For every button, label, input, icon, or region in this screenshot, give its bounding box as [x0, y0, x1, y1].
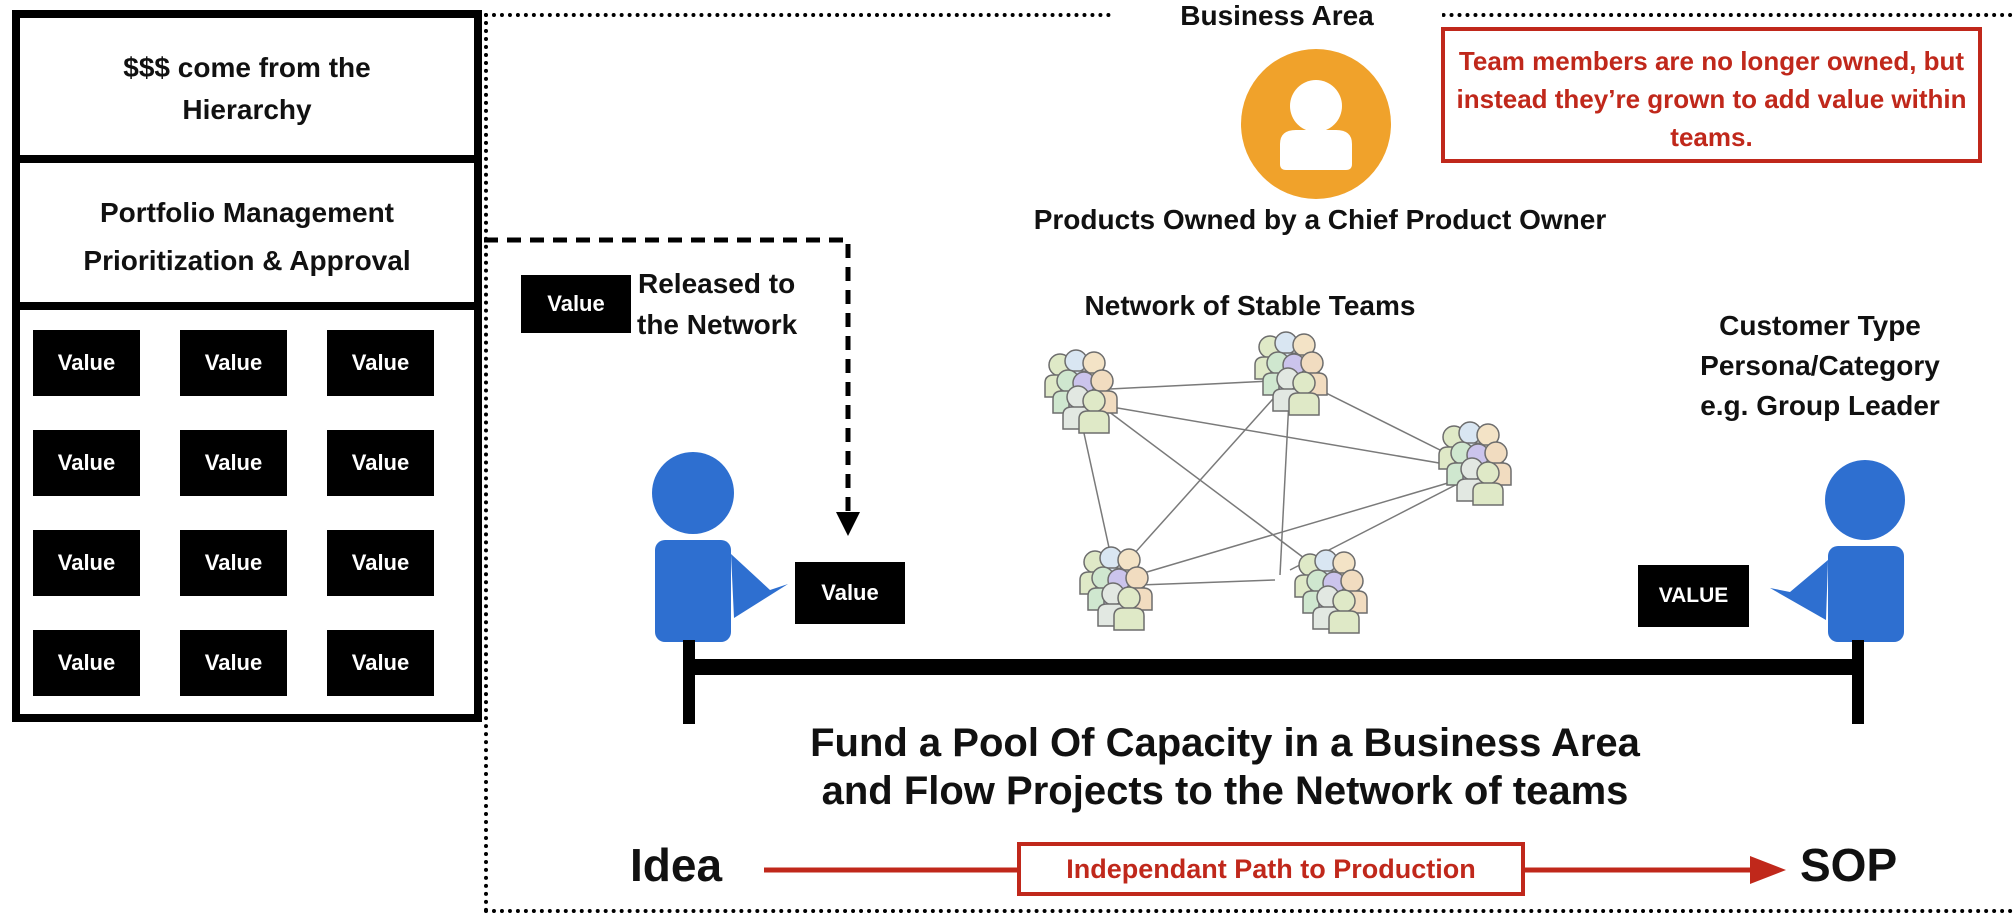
value-box: Value — [180, 330, 287, 396]
team-group-icon — [1080, 547, 1152, 630]
value-box: Value — [327, 330, 434, 396]
caption-line-2: and Flow Projects to the Network of team… — [821, 769, 1629, 813]
team-network-diagram — [1020, 325, 1540, 665]
value-box: Value — [33, 630, 140, 696]
value-box: Value — [33, 530, 140, 596]
producer-value-box: Value — [795, 562, 905, 624]
value-box: Value — [180, 530, 287, 596]
column-divider — [12, 155, 482, 163]
value-box: Value — [327, 530, 434, 596]
customer-line-1: Customer Type — [1719, 310, 1921, 341]
customer-person-icon — [1770, 460, 1905, 642]
team-group-icon — [1045, 350, 1117, 433]
customer-line-3: e.g. Group Leader — [1700, 390, 1940, 421]
path-to-production-box: Independant Path to Production — [1017, 842, 1525, 896]
value-box: Value — [180, 430, 287, 496]
column-divider — [12, 302, 482, 310]
value-box: Value — [327, 630, 434, 696]
idea-label: Idea — [630, 839, 723, 891]
callout-box: Team members are no longer owned, but in… — [1441, 27, 1982, 163]
released-text-line-2: the Network — [637, 309, 798, 340]
value-box: Value — [33, 430, 140, 496]
frame-title-gap — [1112, 4, 1442, 26]
funding-text: $$$ come from the Hierarchy — [123, 52, 371, 125]
customer-line-2: Persona/Category — [1700, 350, 1940, 381]
hierarchy-column — [12, 10, 482, 722]
network-title: Network of Stable Teams — [1084, 290, 1416, 321]
portfolio-line-2: Prioritization & Approval — [83, 245, 411, 276]
release-arrow — [484, 237, 860, 536]
value-box: Value — [327, 430, 434, 496]
value-box: Value — [180, 630, 287, 696]
value-box: Value — [33, 330, 140, 396]
chief-product-owner-icon — [1241, 49, 1391, 199]
caption-line-1: Fund a Pool Of Capacity in a Business Ar… — [810, 721, 1640, 765]
released-value-box: Value — [521, 275, 631, 333]
timeline-bar — [684, 659, 1864, 675]
producer-person-icon — [652, 452, 788, 642]
team-group-icon — [1439, 422, 1511, 505]
customer-value-box: VALUE — [1638, 565, 1749, 627]
portfolio-line-1: Portfolio Management — [99, 197, 394, 228]
owner-caption: Products Owned by a Chief Product Owner — [1033, 204, 1607, 235]
team-group-icon — [1295, 550, 1367, 633]
business-area-title: Business Area — [1180, 0, 1374, 31]
sop-label: SOP — [1800, 839, 1898, 891]
team-group-icon — [1255, 332, 1327, 415]
released-text-line-1: Released to — [638, 268, 796, 299]
timeline-right-end — [1852, 640, 1864, 724]
timeline-left-end — [683, 640, 695, 724]
